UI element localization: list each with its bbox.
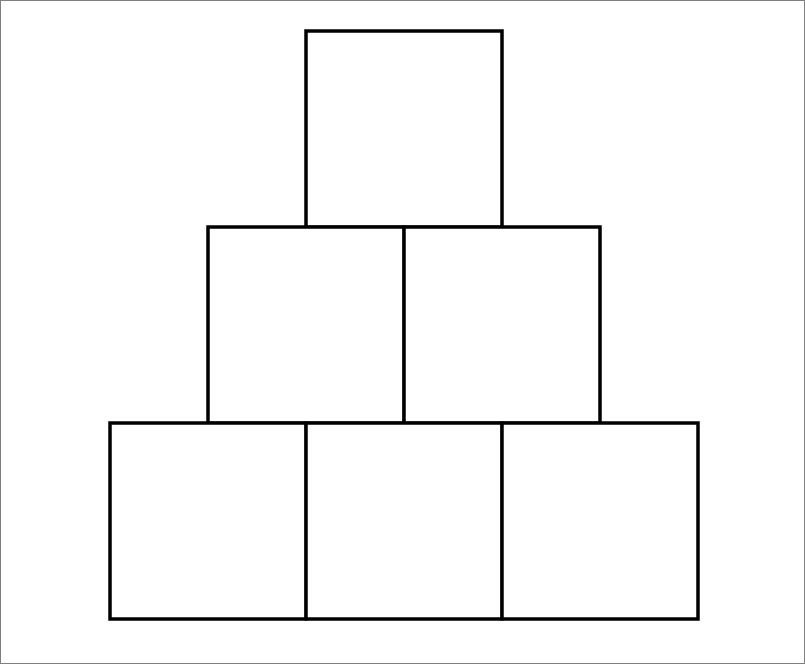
box-row3-col2	[304, 421, 504, 621]
box-row1-col1	[304, 29, 504, 229]
box-row2-col1	[206, 225, 406, 425]
box-row3-col3	[500, 421, 700, 621]
box-row2-col2	[402, 225, 602, 425]
box-row3-col1	[108, 421, 308, 621]
